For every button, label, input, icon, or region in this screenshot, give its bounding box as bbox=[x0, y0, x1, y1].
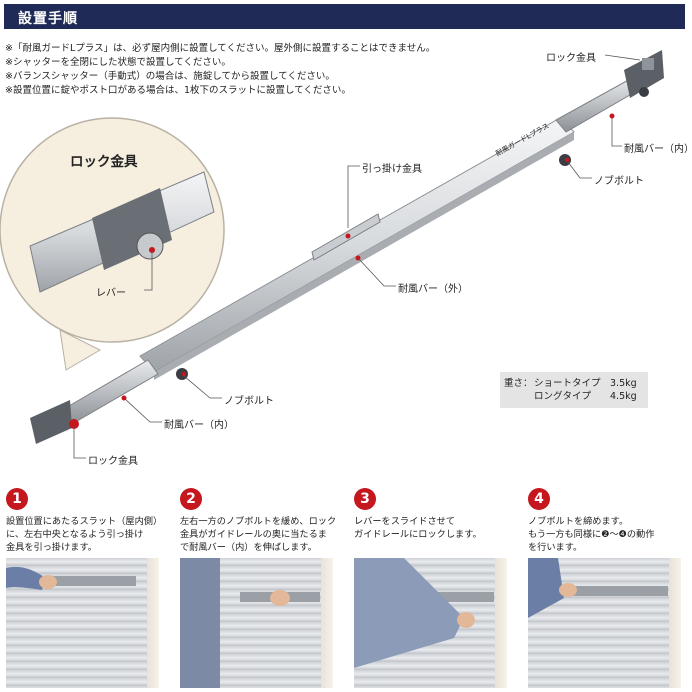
note-item: ※バランスシャッター（手動式）の場合は、施錠してから設置してください。 bbox=[5, 71, 335, 82]
step-number: 1 bbox=[6, 488, 28, 510]
note-item: ※シャッターを全閉にした状態で設置してください。 bbox=[5, 57, 231, 68]
label-inner-bar-bottom: 耐風バー（内） bbox=[164, 420, 234, 431]
label-lock-top: ロック金具 bbox=[546, 53, 596, 64]
section-title: 設置手順 bbox=[18, 11, 78, 27]
step-text: 設置位置にあたるスラット（屋内側）に、左右中央となるよう引っ掛け金具を引っ掛けま… bbox=[6, 516, 163, 553]
product-diagram bbox=[0, 50, 664, 459]
label-inner-bar-top: 耐風バー（内） bbox=[624, 144, 692, 155]
weight-value-short: 3.5kg bbox=[610, 378, 637, 389]
step-1-photo bbox=[6, 558, 159, 688]
weight-box: 重さ： ショートタイプ 3.5kg ロングタイプ 4.5kg bbox=[500, 372, 648, 408]
zoom-title: ロック金具 bbox=[70, 154, 138, 170]
lock-bracket-top bbox=[624, 50, 664, 98]
step-3-photo bbox=[354, 558, 507, 688]
weight-type-short: ショートタイプ bbox=[534, 378, 601, 389]
step-4-photo bbox=[528, 558, 681, 688]
note-item: ※設置位置に錠やポスト口がある場合は、1枚下のスラットに設置してください。 bbox=[5, 85, 351, 96]
zoom-callout bbox=[0, 117, 225, 371]
knob-bolt-top-marker bbox=[564, 157, 570, 163]
label-lever: レバー bbox=[96, 288, 126, 299]
label-knob-bolt-top: ノブボルト bbox=[594, 176, 644, 187]
weight-value-long: 4.5kg bbox=[610, 391, 637, 402]
step-text: レバーをスライドさせてガイドレールにロックします。 bbox=[354, 516, 482, 540]
label-outer-bar: 耐風バー（外） bbox=[398, 284, 468, 295]
note-item: ※「耐風ガードLプラス」は、必ず屋内側に設置してください。屋外側に設置することは… bbox=[5, 43, 436, 54]
weight-type-long: ロングタイプ bbox=[534, 391, 592, 402]
wind-bar-inner-bottom bbox=[61, 359, 159, 425]
notes-list: ※「耐風ガードLプラス」は、必ず屋内側に設置してください。屋外側に設置することは… bbox=[5, 42, 435, 98]
marker-dots bbox=[121, 113, 615, 401]
step-2-photo bbox=[180, 558, 333, 688]
label-knob-bolt-bottom: ノブボルト bbox=[224, 396, 274, 407]
step-number: 3 bbox=[354, 488, 376, 510]
step-number: 2 bbox=[180, 488, 202, 510]
step-text: ノブボルトを締めます。もう一方も同様に❷〜❹の動作を行います。 bbox=[528, 516, 655, 553]
lock-bracket-bottom bbox=[30, 400, 79, 444]
knob-bolt-bottom-marker bbox=[181, 371, 187, 377]
label-hook: 引っ掛け金具 bbox=[362, 164, 422, 175]
weight-label: 重さ： bbox=[504, 378, 533, 389]
label-lock-bottom: ロック金具 bbox=[88, 456, 138, 467]
step-number: 4 bbox=[528, 488, 550, 510]
section-header: 設置手順 bbox=[4, 4, 685, 29]
leader-lines bbox=[73, 54, 641, 459]
step-text: 左右一方のノブボルトを緩め、ロック金具がガイドレールの奥に当たるまで耐風バー（内… bbox=[180, 516, 337, 553]
